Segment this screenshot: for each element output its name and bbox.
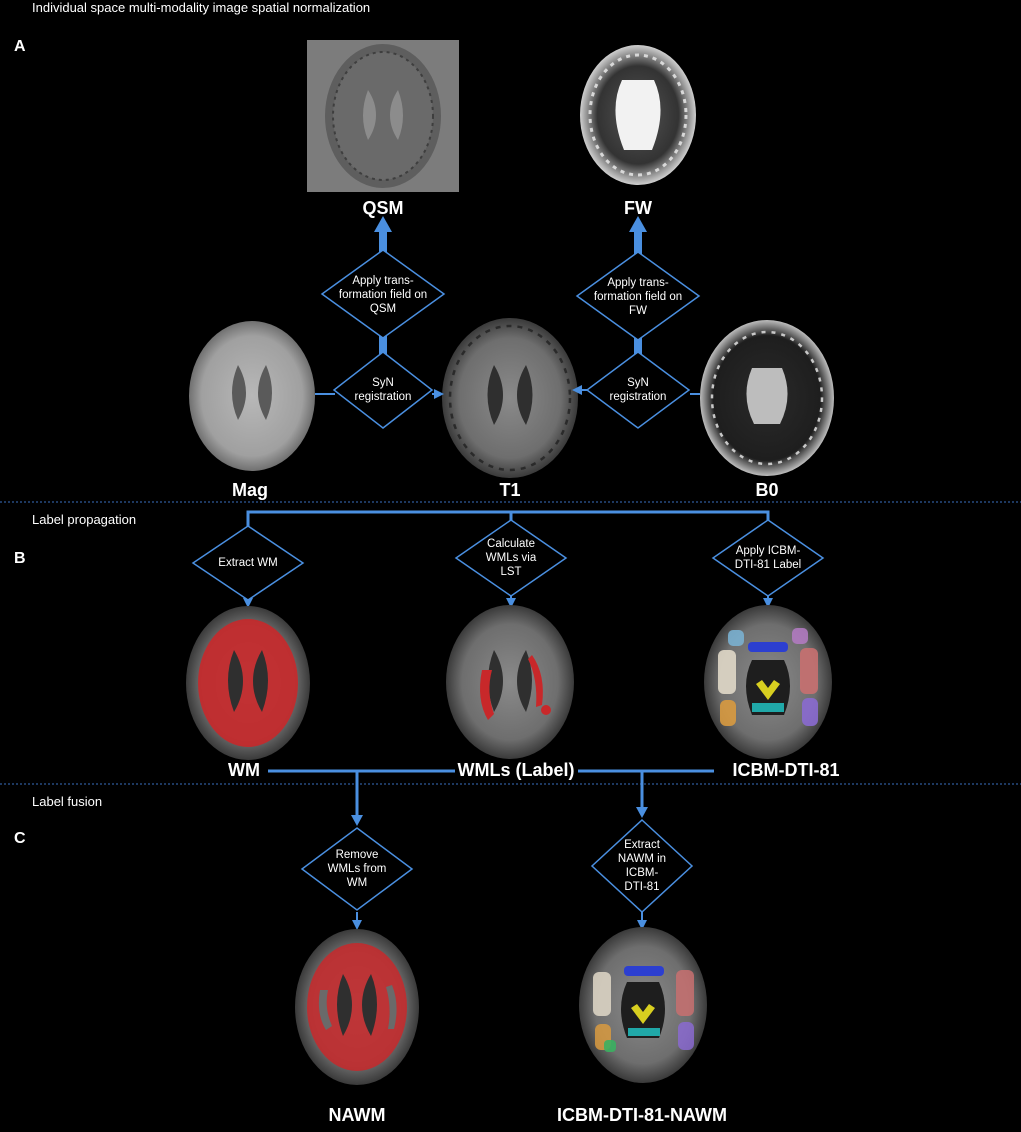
t1-image [442, 318, 578, 478]
step-syn-right: SyN registration [609, 377, 667, 403]
step-calc-wmls: Calculate WMLs via LST [485, 538, 537, 578]
fw-image [580, 45, 696, 185]
diamond-apply-icbm [711, 519, 825, 597]
diamond-extract-wm [191, 525, 305, 601]
step-apply-qsm: Apply trans- formation field on QSM [338, 275, 428, 315]
section-c-title: Label fusion [32, 794, 103, 809]
step-remove-wmls: Remove WMLs from WM [327, 849, 387, 889]
section-b-title: Label propagation [32, 512, 137, 527]
b0-label: B0 [755, 480, 779, 500]
step-apply-icbm: Apply ICBM- DTI-81 Label [734, 545, 802, 571]
diamond-remove-wmls [300, 827, 414, 911]
diamond-syn-left [332, 351, 434, 429]
wm-image [186, 606, 310, 760]
diamond-calc-wmls [454, 519, 568, 597]
qsm-label: QSM [362, 198, 404, 218]
wm-label: WM [228, 760, 260, 780]
icbm-nawm-image [579, 927, 707, 1083]
fw-label: FW [624, 198, 652, 218]
qsm-image [307, 40, 459, 192]
step-apply-fw: Apply trans- formation field on FW [593, 277, 683, 317]
diamond-apply-qsm [320, 249, 446, 339]
icbm-label: ICBM-DTI-81 [732, 760, 840, 780]
arrows-c [268, 769, 714, 930]
step-extract-wm: Extract WM [218, 557, 278, 569]
diamond-extract-nawm [590, 818, 694, 914]
t1-label: T1 [499, 480, 521, 500]
diamond-apply-fw [575, 251, 701, 341]
diamond-syn-right [585, 351, 691, 429]
section-a-title: Individual space multi-modality image sp… [32, 0, 371, 15]
step-extract-nawm: Extract NAWM in ICBM- DTI-81 [617, 839, 667, 893]
b0-image [700, 320, 834, 476]
mag-image [189, 321, 315, 471]
mag-label: Mag [232, 480, 268, 500]
nawm-image [295, 929, 419, 1085]
wmls-image [446, 605, 574, 759]
section-b-letter: B [14, 550, 26, 567]
icbm-nawm-label: ICBM-DTI-81-NAWM [557, 1105, 727, 1125]
nawm-label: NAWM [328, 1105, 386, 1125]
section-c-letter: C [14, 830, 26, 847]
icbm-image [704, 605, 832, 759]
step-syn-left: SyN registration [354, 377, 412, 403]
section-a-letter: A [14, 38, 26, 55]
wmls-label: WMLs (Label) [457, 760, 575, 780]
